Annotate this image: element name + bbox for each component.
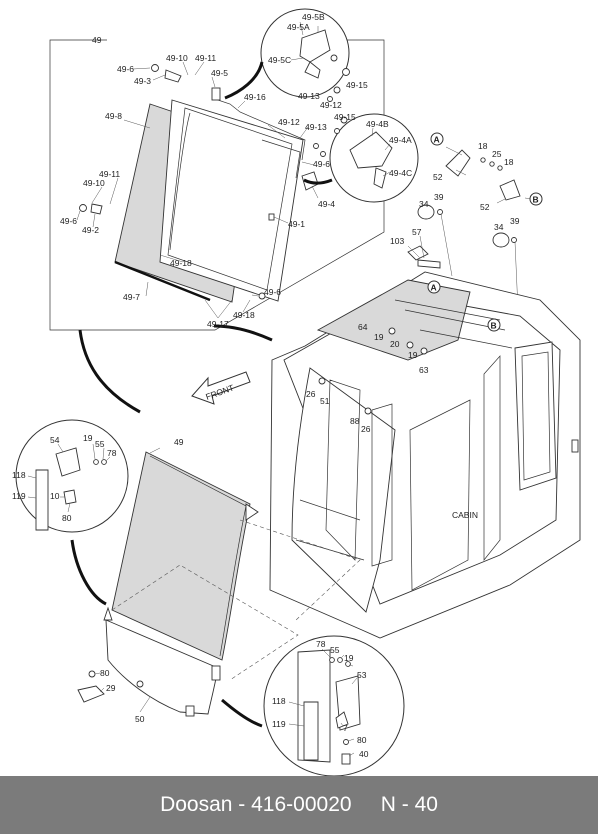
bracket-assembly (407, 146, 533, 311)
label-49-6: 49-6 (117, 64, 134, 74)
label-53: 53 (357, 670, 367, 680)
label-49-13-b: 49-13 (305, 122, 327, 132)
reference-markers: A B A B (427, 132, 543, 332)
cabin-body (213, 235, 581, 639)
label-51: 51 (320, 396, 330, 406)
marker-b-top: B (533, 195, 539, 205)
label-118: 118 (12, 470, 26, 480)
label-49-6-d: 49-6 (264, 287, 281, 297)
label-49-6-c: 49-6 (60, 216, 77, 226)
label-49-4c: 49-4C (389, 168, 412, 178)
label-49-5c: 49-5C (268, 55, 291, 65)
label-50: 50 (135, 714, 145, 724)
label-49-assembly: 49 (92, 35, 102, 45)
parts-diagram: 49 49-5B 49-5A 49-5C 49-15 49-13 49-12 4… (12, 8, 581, 776)
label-49-4b: 49-4B (366, 119, 389, 129)
label-49-12: 49-12 (320, 100, 342, 110)
label-57: 57 (412, 227, 422, 237)
footer-page: N - 40 (380, 793, 438, 816)
label-49-15-b: 49-15 (334, 112, 356, 122)
label-119: 119 (12, 491, 26, 501)
marker-a-cabin: A (431, 283, 437, 293)
window-assembly-group (49, 39, 385, 331)
detail-circle-latch-left (15, 419, 129, 533)
label-49-door: 49 (174, 437, 184, 447)
label-49-5b: 49-5B (302, 12, 325, 22)
label-49-10: 49-10 (166, 53, 188, 63)
footer-brand: Doosan (160, 793, 233, 816)
footer-caption: Doosan - 416-00020 N - 40 (0, 776, 598, 834)
label-49-10-b: 49-10 (83, 178, 105, 188)
label-49-6-b: 49-6 (313, 159, 330, 169)
label-49-7: 49-7 (123, 292, 140, 302)
label-26-b: 26 (361, 424, 371, 434)
label-49-3: 49-3 (134, 76, 151, 86)
label-52-b: 52 (480, 202, 490, 212)
label-18: 18 (478, 141, 488, 151)
label-19-d: 19 (344, 653, 354, 663)
label-49-16: 49-16 (244, 92, 266, 102)
label-49-18-b: 49-18 (233, 310, 255, 320)
label-49-11-b: 49-11 (99, 169, 120, 179)
label-78-b: 78 (316, 639, 326, 649)
label-49-17: 49-17 (207, 319, 229, 329)
label-10: 10 (50, 491, 60, 501)
detail-circle-latch-right (263, 635, 405, 776)
label-49-8: 49-8 (105, 111, 122, 121)
marker-a-top: A (434, 135, 440, 145)
label-49-11: 49-11 (195, 53, 216, 63)
label-49-2: 49-2 (82, 225, 99, 235)
label-29: 29 (106, 683, 116, 693)
label-63: 63 (419, 365, 429, 375)
label-88: 88 (350, 416, 360, 426)
marker-b-cabin: B (491, 321, 497, 331)
footer-separator: - (232, 793, 252, 816)
front-arrow (191, 371, 251, 405)
label-34: 34 (419, 199, 429, 209)
label-34-b: 34 (494, 222, 504, 232)
label-49-5a: 49-5A (287, 22, 310, 32)
label-103: 103 (390, 236, 404, 246)
label-19: 19 (374, 332, 384, 342)
label-49-13: 49-13 (298, 91, 320, 101)
label-80: 80 (62, 513, 72, 523)
label-39-b: 39 (510, 216, 520, 226)
label-80-b: 80 (100, 668, 110, 678)
label-25: 25 (492, 149, 502, 159)
label-118-b: 118 (272, 696, 286, 706)
label-18-b: 18 (504, 157, 514, 167)
label-119-b: 119 (272, 719, 286, 729)
handle-29 (77, 670, 105, 703)
label-55-b: 55 (330, 645, 340, 655)
label-49-4a: 49-4A (389, 135, 412, 145)
label-40: 40 (359, 749, 369, 759)
part-labels: 49 49-5B 49-5A 49-5C 49-15 49-13 49-12 4… (12, 12, 520, 759)
footer-spacer (352, 793, 381, 817)
label-49-12-b: 49-12 (278, 117, 300, 127)
label-20: 20 (390, 339, 400, 349)
label-55: 55 (95, 439, 105, 449)
label-64: 64 (358, 322, 368, 332)
label-80-c: 80 (357, 735, 367, 745)
label-49-1: 49-1 (288, 219, 305, 229)
door-panel (103, 447, 361, 717)
label-7: 7 (343, 723, 348, 733)
label-49-4: 49-4 (318, 199, 335, 209)
label-19-c: 19 (83, 433, 93, 443)
label-78: 78 (107, 448, 117, 458)
label-49-5: 49-5 (211, 68, 228, 78)
label-52: 52 (433, 172, 443, 182)
label-54: 54 (50, 435, 60, 445)
detail-circle-49-5 (224, 8, 350, 100)
detail-circle-49-4 (303, 113, 419, 203)
label-39: 39 (434, 192, 444, 202)
label-19-b: 19 (408, 350, 418, 360)
footer-part-number: 416-00020 (251, 793, 352, 816)
label-49-15: 49-15 (346, 80, 368, 90)
label-cabin: CABIN (452, 510, 478, 520)
label-49-18: 49-18 (170, 258, 192, 268)
label-26: 26 (306, 389, 316, 399)
